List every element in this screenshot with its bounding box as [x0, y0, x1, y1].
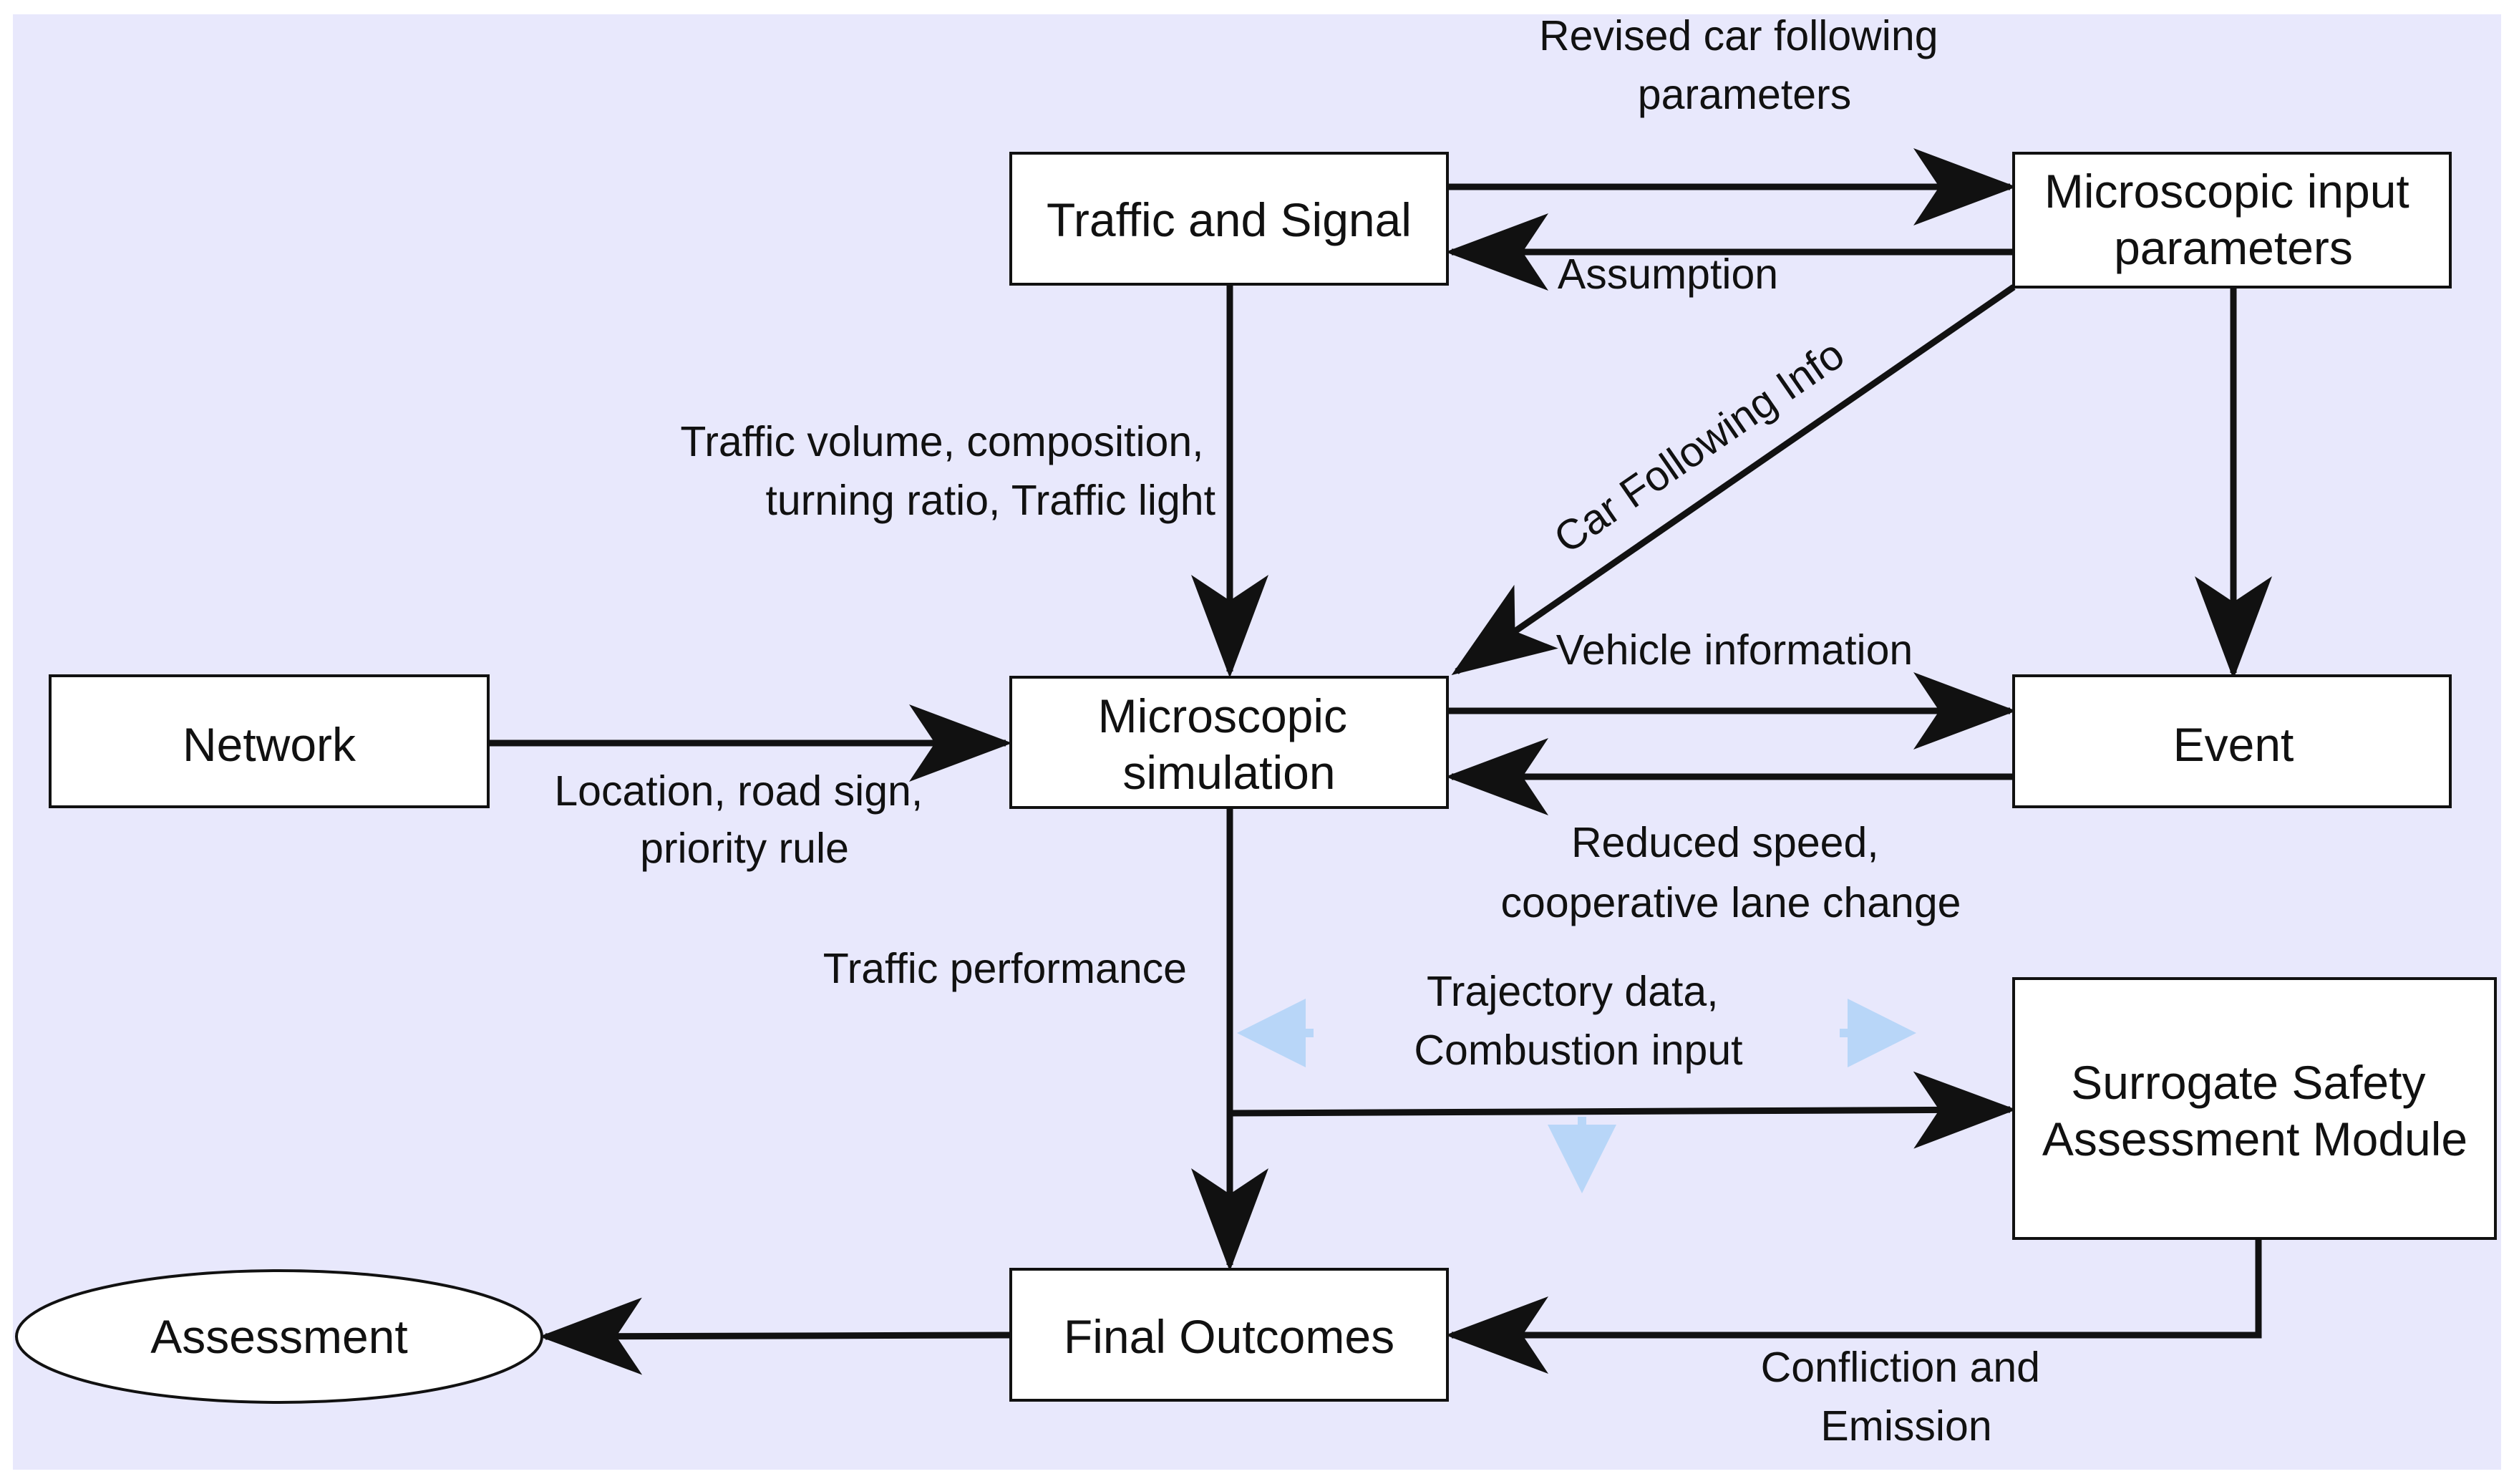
node-micro-input-box — [2012, 152, 2452, 288]
node-assessment: Assessment — [150, 1310, 407, 1363]
node-event-box — [2012, 674, 2452, 808]
node-event: Event — [2173, 718, 2294, 771]
node-traffic-signal: Traffic and Signal — [1047, 193, 1412, 246]
label-reduced-speed: Reduced speed, cooperative lane change — [1501, 819, 1961, 926]
hint-arrows — [1237, 999, 1916, 1193]
edge-ssam-to-final — [1445, 1238, 2262, 1374]
node-micro-input: Microscopic input parameters — [2044, 165, 2422, 274]
node-network: Network — [183, 718, 356, 771]
node-ssam-box — [2012, 977, 2497, 1240]
node-labels: Traffic and Signal Microscopic input par… — [150, 165, 2467, 1363]
label-location: Location, road sign, priority rule — [554, 767, 934, 872]
edge-input-to-sim-diagonal — [1451, 284, 2016, 676]
edge-final-to-assessment — [539, 1297, 1011, 1375]
node-traffic-signal-box — [1009, 152, 1449, 286]
label-confliction: Confliction and Emission — [1761, 1344, 2052, 1450]
node-assessment-ellipse — [15, 1269, 543, 1404]
node-network-box — [49, 674, 490, 808]
node-micro-sim-box — [1009, 676, 1449, 809]
node-micro-sim: Microscopic simulation — [1098, 689, 1361, 799]
node-final-outcomes: Final Outcomes — [1064, 1310, 1394, 1363]
node-final-outcomes-box — [1009, 1268, 1449, 1402]
label-trajectory: Trajectory data, Combustion input — [1414, 968, 1742, 1074]
label-assumption: Assumption — [1558, 251, 1778, 298]
label-traffic-performance: Traffic performance — [823, 945, 1187, 992]
node-ssam: Surrogate Safety Assessment Module — [2042, 1056, 2467, 1165]
nodes — [15, 152, 2497, 1404]
label-vehicle-info: Vehicle information — [1556, 626, 1913, 674]
edge-sim-to-ssam — [1229, 1071, 2016, 1149]
label-revised-params: Revised car following parameters — [1539, 12, 1950, 118]
edges — [488, 148, 2272, 1375]
label-traffic-volume: Traffic volume, composition, turning rat… — [680, 418, 1215, 524]
